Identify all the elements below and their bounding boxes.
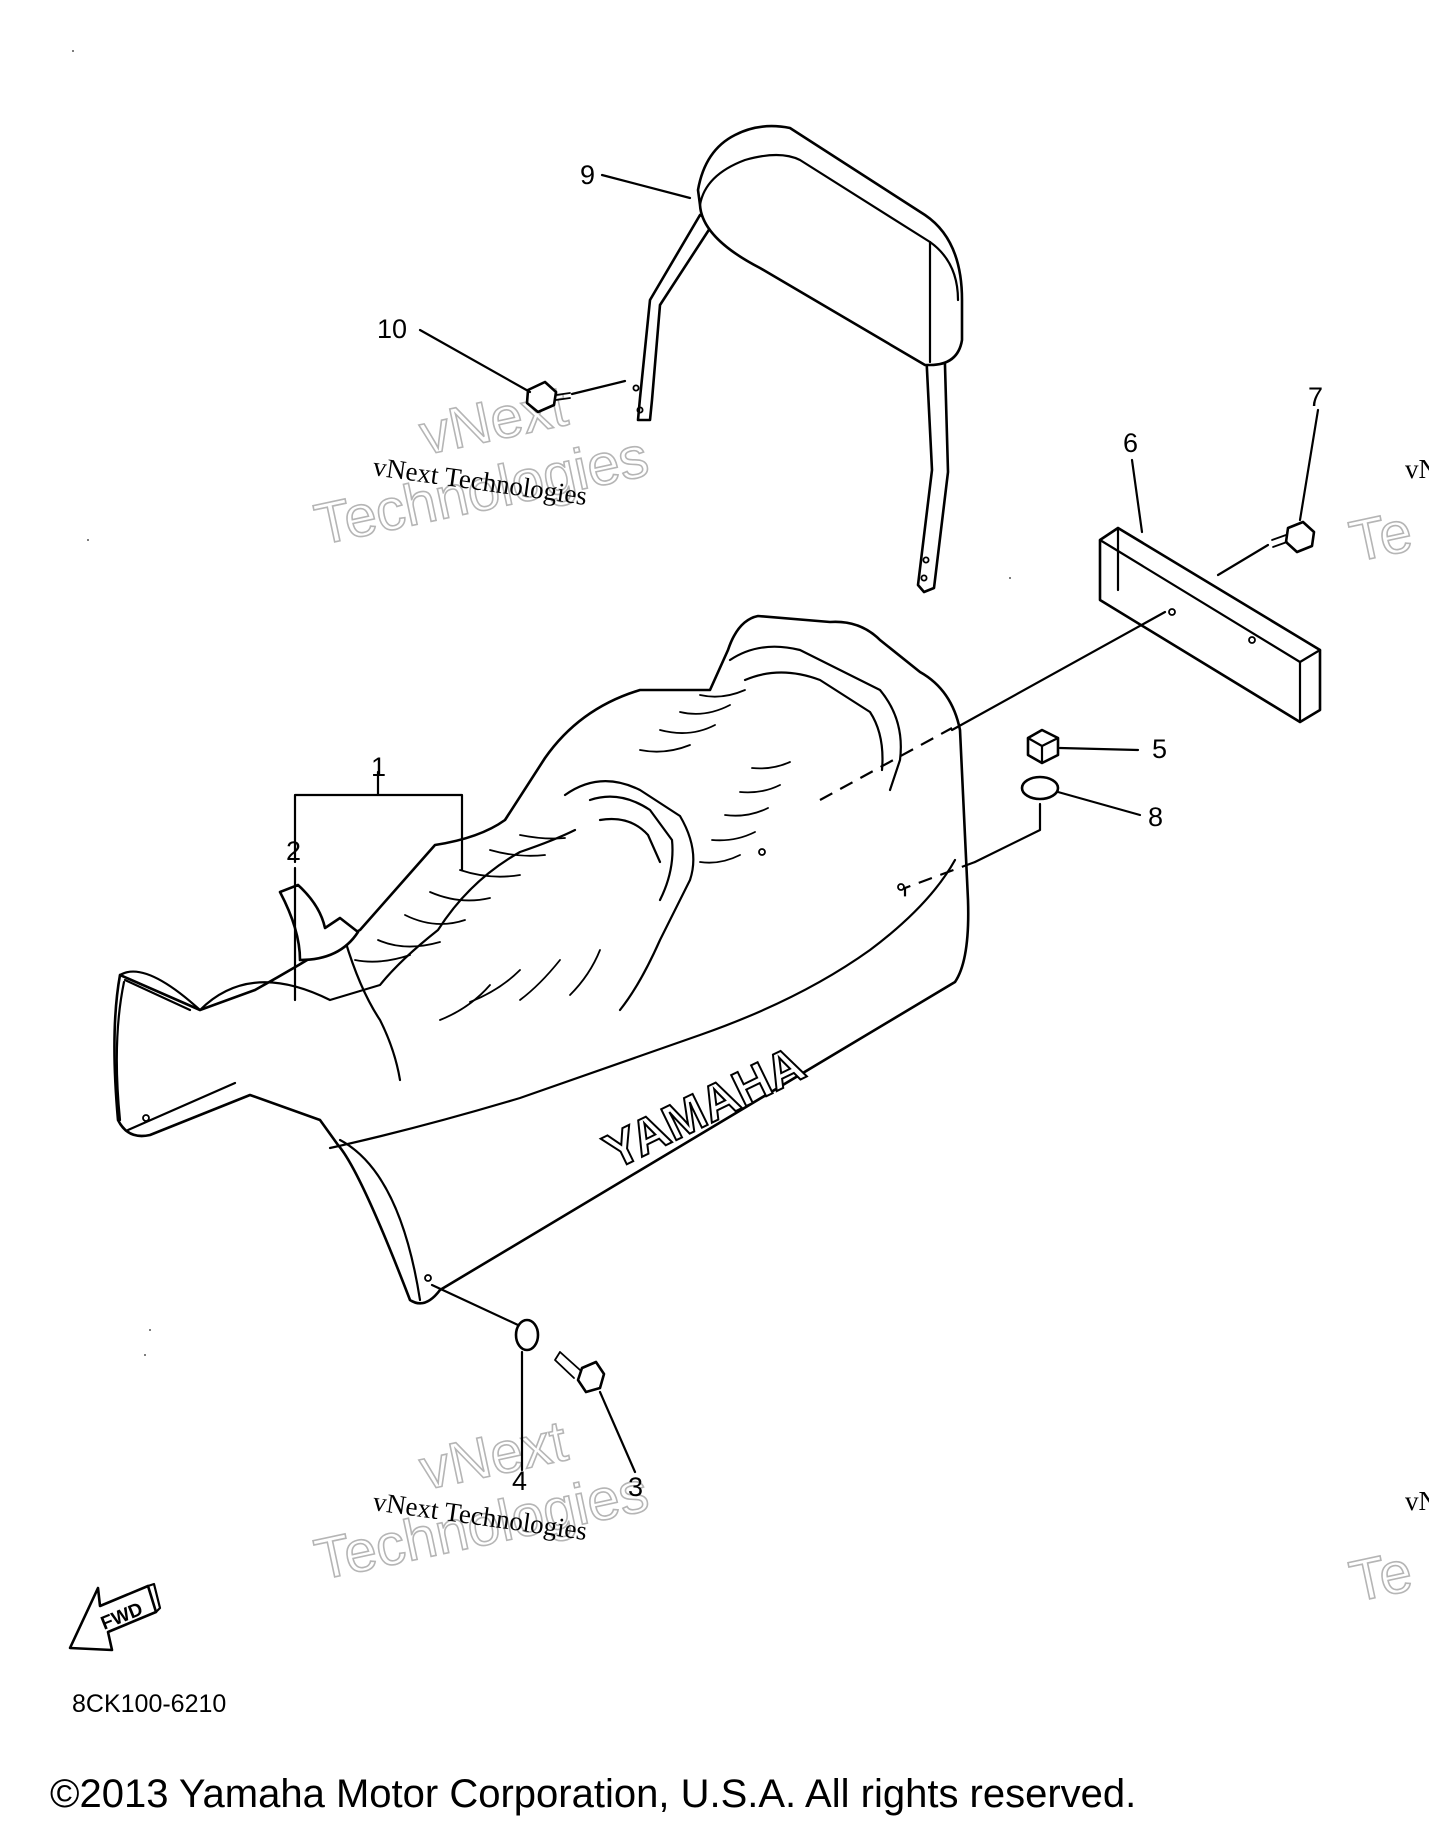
callout-9: 9 (580, 160, 595, 190)
callout-2: 2 (286, 836, 301, 866)
copyright-notice: ©2013 Yamaha Motor Corporation, U.S.A. A… (50, 1772, 1137, 1816)
bracket-bolt-part (1216, 520, 1316, 577)
callout-7: 7 (1308, 382, 1323, 412)
watermark-edge-big: Te (1344, 1538, 1417, 1614)
diagram-code: 8CK100-6210 (72, 1690, 227, 1718)
washer-part (1020, 775, 1060, 801)
backrest-part (632, 124, 964, 594)
small-washer-part (514, 1318, 540, 1352)
callout-4: 4 (512, 1466, 527, 1496)
watermark-edge-big: Te (1344, 498, 1417, 574)
callout-10: 10 (377, 314, 407, 344)
backrest-bolt-part (525, 379, 627, 414)
watermark-upper: vNext Technologies vNext Technologies (308, 373, 654, 559)
callout-3: 3 (628, 1472, 643, 1502)
watermark-edge: vN Te vN Te (1343, 454, 1429, 1616)
bracket-part (1098, 526, 1322, 724)
callout-5: 5 (1152, 734, 1167, 764)
callout-labels: 9 10 6 7 5 8 1 2 4 3 (286, 160, 1323, 1502)
watermark-edge-small: vN (1405, 454, 1429, 484)
nut-part (1026, 728, 1060, 765)
callout-8: 8 (1148, 802, 1163, 832)
seat-bolt-part (554, 1351, 606, 1394)
leader-lines (293, 173, 1320, 1474)
watermark-lower: vNext Technologies vNext Technologies (308, 1408, 654, 1594)
forward-arrow-icon: FWD (68, 1582, 162, 1652)
callout-1: 1 (371, 752, 386, 782)
watermark-edge-small: vN (1405, 1486, 1429, 1516)
scan-specks (72, 50, 1011, 1356)
callout-6: 6 (1123, 428, 1138, 458)
seat-part (113, 614, 970, 1305)
